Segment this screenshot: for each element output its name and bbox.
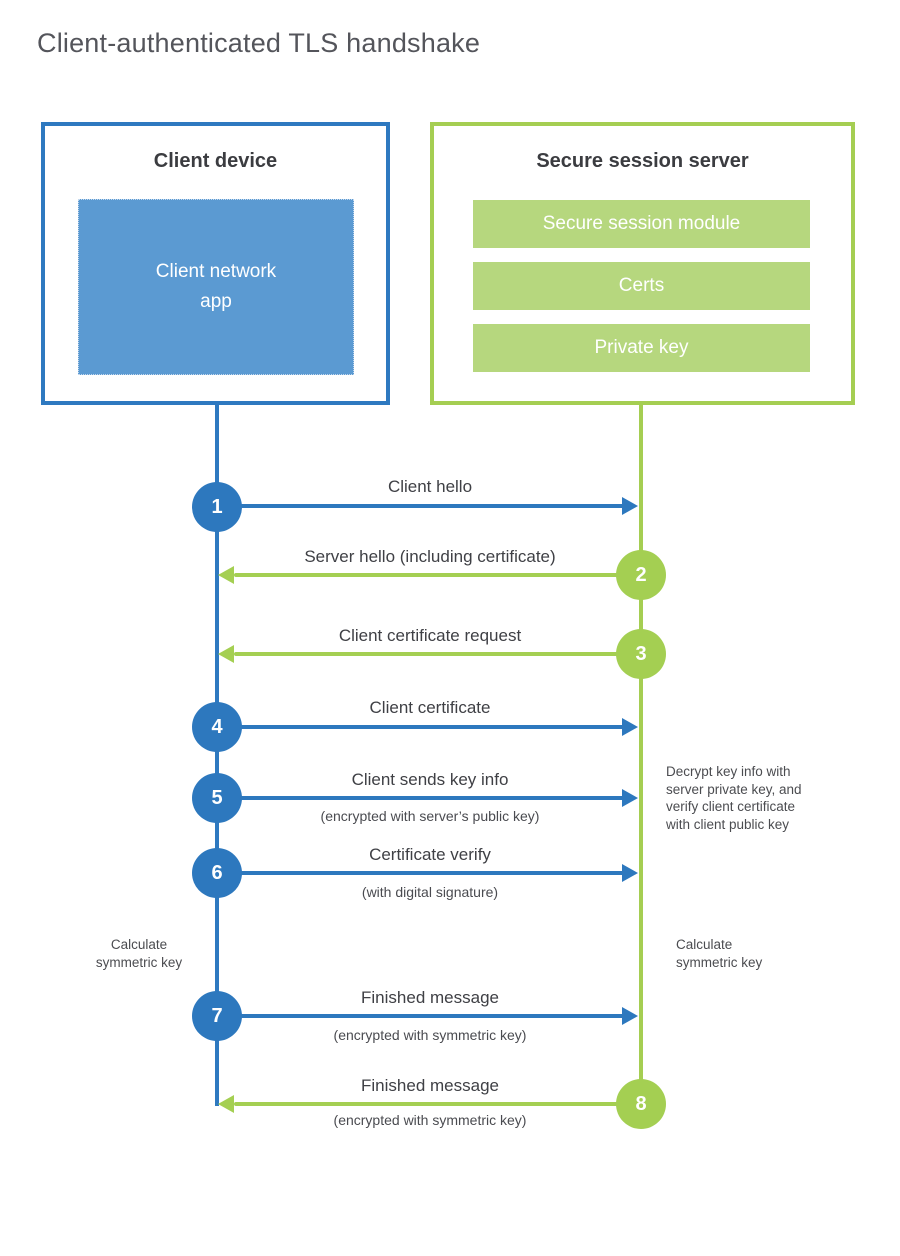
step-6-arrow [240,871,624,875]
step-5-label: Client sends key info [351,770,509,789]
step-1-arrow [240,504,624,508]
step-8-arrow [234,1102,618,1106]
step-5-arrowhead-icon [622,789,638,807]
server-lifeline [639,405,643,1104]
step-7-circle: 7 [192,991,242,1041]
module-bar-private-key: Private key [473,324,810,372]
step-2-label: Server hello (including certificate) [304,547,556,566]
module-bar-secure-session-module: Secure session module [473,200,810,248]
step-1-circle: 1 [192,482,242,532]
page-title: Client-authenticated TLS handshake [37,28,481,58]
step-4-arrowhead-icon [622,718,638,736]
client-device-title: Client device [153,150,278,172]
step-7-arrowhead-icon [622,1007,638,1025]
step-7-arrow [240,1014,624,1018]
step-7-sublabel: (encrypted with symmetric key) [333,1027,527,1043]
step-1-label: Client hello [387,477,473,496]
client-calculate-key-note: Calculate symmetric key [95,937,183,970]
server-decrypt-note: Decrypt key info with server private key… [666,764,802,832]
step-6-label: Certificate verify [369,845,491,864]
step-3-label: Client certificate request [338,626,522,645]
step-2-arrow [234,573,618,577]
client-network-app-box: Client network app [78,199,354,375]
module-bar-certs: Certs [473,262,810,310]
step-8-label: Finished message [361,1076,499,1095]
step-6-sublabel: (with digital signature) [361,884,499,900]
step-6-circle: 6 [192,848,242,898]
step-2-arrowhead-icon [218,566,234,584]
server-calculate-key-note: Calculate symmetric key [676,937,763,970]
step-3-arrowhead-icon [218,645,234,663]
step-8-circle: 8 [616,1079,666,1129]
step-6-arrowhead-icon [622,864,638,882]
step-3-circle: 3 [616,629,666,679]
step-3-arrow [234,652,618,656]
step-1-arrowhead-icon [622,497,638,515]
step-5-arrow [240,796,624,800]
client-network-app-label: Client network app [155,261,277,312]
step-5-circle: 5 [192,773,242,823]
client-lifeline [215,405,219,1106]
step-2-circle: 2 [616,550,666,600]
step-4-circle: 4 [192,702,242,752]
server-title: Secure session server [536,150,749,172]
step-4-label: Client certificate [369,698,491,717]
step-8-sublabel: (encrypted with symmetric key) [333,1112,527,1128]
step-5-sublabel: (encrypted with server’s public key) [320,808,540,824]
step-4-arrow [240,725,624,729]
step-8-arrowhead-icon [218,1095,234,1113]
step-7-label: Finished message [361,988,499,1007]
